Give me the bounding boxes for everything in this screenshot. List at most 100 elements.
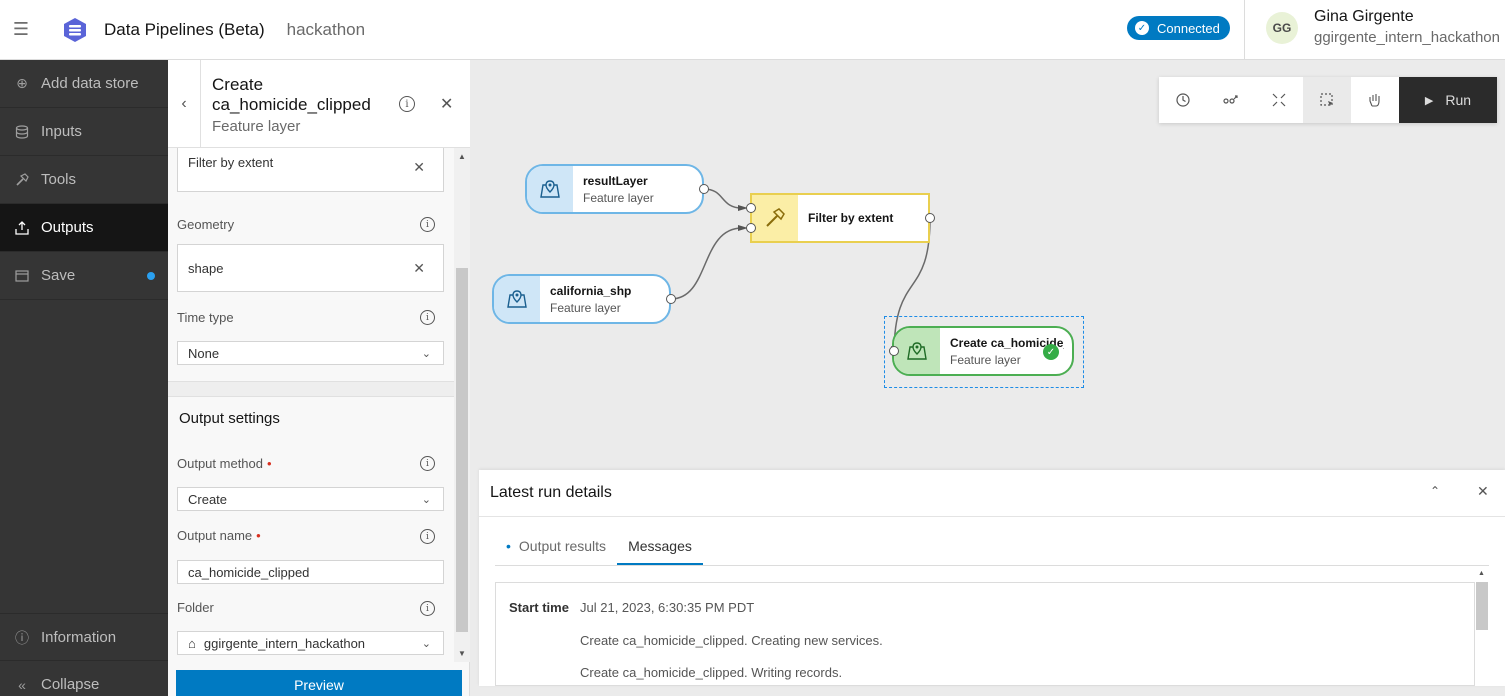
- messages-scrollbar[interactable]: ▲: [1475, 568, 1489, 686]
- collapse-button[interactable]: « Collapse: [0, 660, 168, 696]
- scrollbar-thumb[interactable]: [1476, 582, 1488, 630]
- scrollbar-thumb[interactable]: [456, 268, 468, 632]
- check-icon: ✓: [1135, 21, 1149, 35]
- info-icon[interactable]: i: [420, 529, 435, 544]
- node-name: california_shp: [550, 283, 632, 298]
- output-settings-title: Output settings: [179, 410, 280, 427]
- folder-select[interactable]: ⌂ ggirgente_intern_hackathon ⌄: [177, 631, 444, 655]
- user-name[interactable]: Gina Girgente: [1314, 8, 1414, 25]
- sidebar-item-information[interactable]: ⓘ Information: [0, 613, 168, 661]
- data-pipelines-logo: [64, 17, 86, 42]
- tab-messages[interactable]: Messages: [617, 528, 703, 565]
- feature-layer-icon: [494, 276, 540, 322]
- input-port[interactable]: [889, 346, 899, 356]
- preview-button[interactable]: Preview: [176, 670, 462, 696]
- chevron-down-icon: ⌄: [421, 493, 431, 506]
- panel-subtitle: Feature layer: [212, 118, 301, 135]
- unsaved-indicator: [147, 272, 155, 280]
- select-tool-icon[interactable]: [1303, 77, 1351, 123]
- output-port[interactable]: [699, 184, 709, 194]
- information-label: Information: [41, 629, 117, 646]
- pan-tool-icon[interactable]: [1351, 77, 1399, 123]
- pipeline-node-filter-by-extent[interactable]: Filter by extent: [750, 193, 930, 243]
- input-dataset-field[interactable]: Filter by extent ✕: [177, 148, 444, 192]
- element-config-panel: ‹ Create ca_homicide_clipped Feature lay…: [168, 60, 470, 696]
- node-type: Feature layer: [950, 352, 1021, 367]
- run-details-header: Latest run details ⌃ ✕: [479, 470, 1505, 517]
- save-icon: [14, 269, 30, 283]
- pipeline-node-california-shp[interactable]: california_shp Feature layer: [492, 274, 671, 324]
- selection-box: [884, 316, 1084, 388]
- close-icon[interactable]: ✕: [1477, 483, 1489, 499]
- start-time-value: Jul 21, 2023, 6:30:35 PM PDT: [580, 600, 755, 615]
- app-title: Data Pipelines (Beta): [104, 19, 265, 39]
- avatar[interactable]: GG: [1266, 12, 1298, 44]
- input-port[interactable]: [746, 223, 756, 233]
- run-label: Run: [1445, 92, 1472, 108]
- pipeline-canvas[interactable]: ▶ Run resultLayer Feature layer californ…: [470, 60, 1505, 696]
- sidebar-item-tools[interactable]: Tools: [0, 156, 168, 204]
- info-icon[interactable]: i: [420, 217, 435, 232]
- latest-run-details-panel: Latest run details ⌃ ✕ •Output results M…: [479, 470, 1505, 686]
- feature-layer-icon: [894, 328, 940, 374]
- panel-scrollbar[interactable]: ▲ ▼: [454, 148, 470, 662]
- scroll-down-arrow[interactable]: ▼: [458, 649, 466, 658]
- fit-to-screen-icon[interactable]: [1255, 77, 1303, 123]
- export-icon: [14, 220, 30, 235]
- info-icon[interactable]: i: [420, 456, 435, 471]
- pipeline-connectors: [670, 188, 931, 356]
- close-icon[interactable]: ✕: [440, 96, 454, 113]
- node-type: Feature layer: [583, 190, 654, 205]
- auto-layout-icon[interactable]: [1207, 77, 1255, 123]
- time-type-value: None: [188, 345, 220, 361]
- output-name-input[interactable]: ca_homicide_clipped: [177, 560, 444, 584]
- sidebar-item-inputs[interactable]: Inputs: [0, 108, 168, 156]
- output-method-value: Create: [188, 491, 228, 507]
- input-port[interactable]: [746, 203, 756, 213]
- run-button[interactable]: ▶ Run: [1399, 77, 1497, 123]
- connection-status-label: Connected: [1157, 20, 1220, 36]
- time-type-select[interactable]: None ⌄: [177, 341, 444, 365]
- geometry-field[interactable]: shape ✕: [177, 244, 444, 292]
- bullet-icon: •: [506, 538, 511, 554]
- sidebar-item-save[interactable]: Save: [0, 252, 168, 300]
- back-button[interactable]: ‹: [168, 60, 201, 148]
- folder-value: ggirgente_intern_hackathon: [203, 635, 366, 651]
- info-icon[interactable]: i: [420, 601, 435, 616]
- node-type: Feature layer: [550, 300, 621, 315]
- panel-scroll-area[interactable]: Filter by extent ✕ Geometry i shape ✕ Ti…: [168, 148, 454, 662]
- info-icon[interactable]: i: [399, 96, 415, 112]
- pipeline-node-resultlayer[interactable]: resultLayer Feature layer: [525, 164, 704, 214]
- history-icon[interactable]: [1159, 77, 1207, 123]
- chevrons-up-icon[interactable]: ⌃: [1430, 484, 1441, 498]
- info-icon[interactable]: i: [420, 310, 435, 325]
- sidebar-item-outputs[interactable]: Outputs: [0, 204, 168, 252]
- section-divider: [168, 381, 454, 397]
- clear-icon[interactable]: ✕: [413, 159, 425, 175]
- scroll-up-arrow[interactable]: ▲: [458, 152, 466, 161]
- tab-output-results[interactable]: •Output results: [506, 538, 607, 554]
- add-circle-icon: ⊕: [16, 75, 28, 91]
- hammer-icon: [752, 195, 798, 241]
- sidebar-item-label: Save: [41, 267, 76, 284]
- sidebar-item-label: Tools: [41, 171, 77, 188]
- chevrons-left-icon: «: [18, 676, 26, 693]
- geometry-value: shape: [188, 260, 224, 276]
- sidebar-item-add-data-store[interactable]: ⊕ Add data store: [0, 60, 168, 108]
- output-port[interactable]: [666, 294, 676, 304]
- home-icon: ⌂: [188, 635, 196, 651]
- scroll-up-arrow[interactable]: ▲: [1478, 570, 1485, 577]
- panel-title: Create ca_homicide_clipped: [212, 75, 371, 114]
- output-method-select[interactable]: Create ⌄: [177, 487, 444, 511]
- project-name[interactable]: hackathon: [286, 19, 366, 39]
- output-port[interactable]: [925, 213, 935, 223]
- play-icon: ▶: [1424, 94, 1434, 107]
- connection-status-badge[interactable]: ✓ Connected: [1127, 16, 1230, 40]
- message-line: Create ca_homicide_clipped. Writing reco…: [580, 665, 843, 680]
- clear-icon[interactable]: ✕: [413, 259, 425, 276]
- output-method-label: Output method•: [177, 456, 272, 471]
- canvas-toolbar: ▶ Run: [1159, 77, 1497, 123]
- info-icon: ⓘ: [15, 629, 29, 646]
- run-details-title: Latest run details: [490, 484, 612, 501]
- menu-icon[interactable]: ☰: [12, 19, 30, 39]
